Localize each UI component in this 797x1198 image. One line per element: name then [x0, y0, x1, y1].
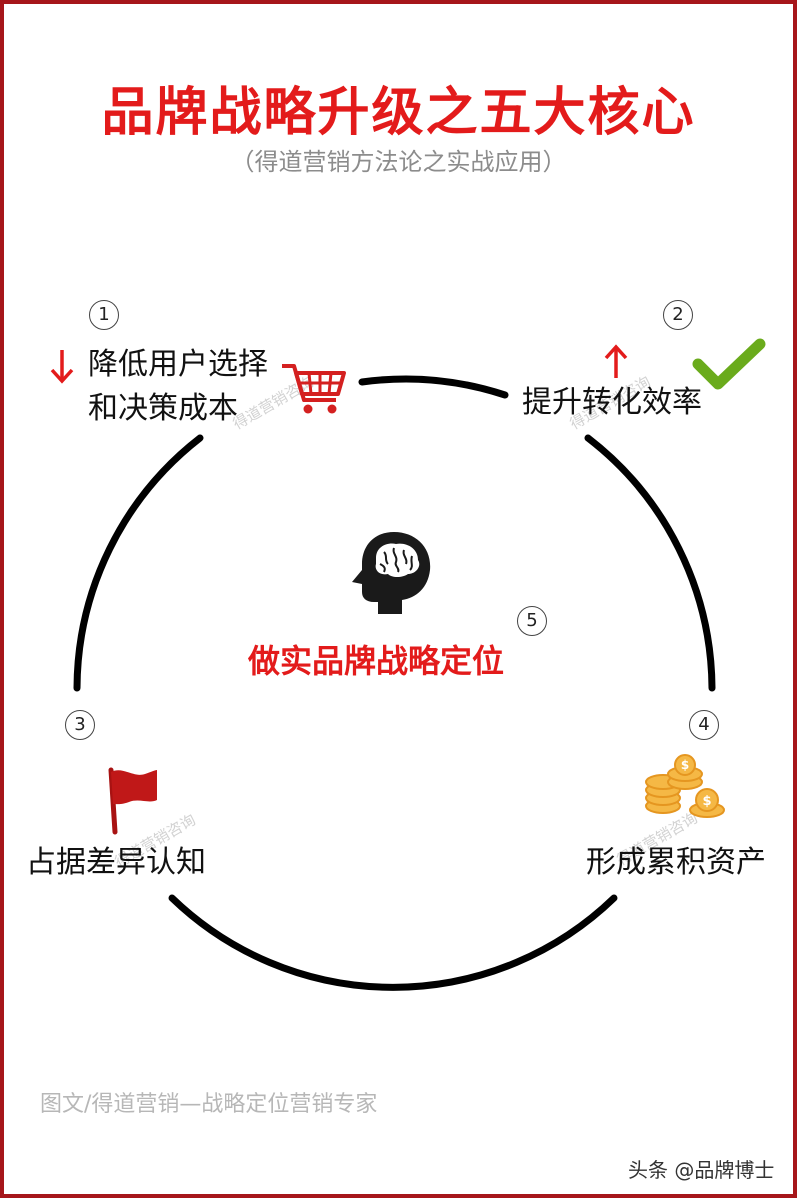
item-1-line-1: 降低用户选择 — [88, 347, 268, 382]
arc-top — [358, 375, 509, 399]
checkmark-icon — [692, 338, 766, 390]
item-4-line-1: 形成累积资产 — [586, 845, 766, 880]
step-number-5: 5 — [517, 606, 547, 636]
svg-text:$: $ — [702, 794, 711, 809]
item-2-line-1: 提升转化效率 — [522, 385, 702, 420]
brand-signature: 头条 @品牌博士 — [628, 1158, 775, 1182]
up-arrow-icon — [604, 344, 628, 378]
footer-credit: 图文/得道营销—战略定位营销专家 — [40, 1092, 378, 1117]
item-1-line-2: 和决策成本 — [88, 391, 238, 426]
svg-text:$: $ — [681, 758, 689, 772]
step-number-4: 4 — [689, 710, 719, 740]
step-number-1: 1 — [89, 300, 119, 330]
cart-icon — [282, 364, 346, 414]
page-title: 品牌战略升级之五大核心 — [101, 83, 696, 143]
arc-left — [73, 434, 204, 692]
flag-icon — [108, 767, 157, 835]
coins-icon: $ $ — [645, 754, 725, 818]
arc-right — [584, 434, 716, 692]
step-number-3: 3 — [65, 710, 95, 740]
center-label: 做实品牌战略定位 — [248, 642, 505, 680]
down-arrow-icon — [50, 350, 74, 384]
item-3-line-1: 占据差异认知 — [26, 845, 206, 880]
page-subtitle: （得道营销方法论之实战应用） — [230, 148, 567, 176]
brain-head-icon — [352, 532, 431, 614]
step-number-2: 2 — [663, 300, 693, 330]
arc-bottom — [168, 894, 618, 991]
